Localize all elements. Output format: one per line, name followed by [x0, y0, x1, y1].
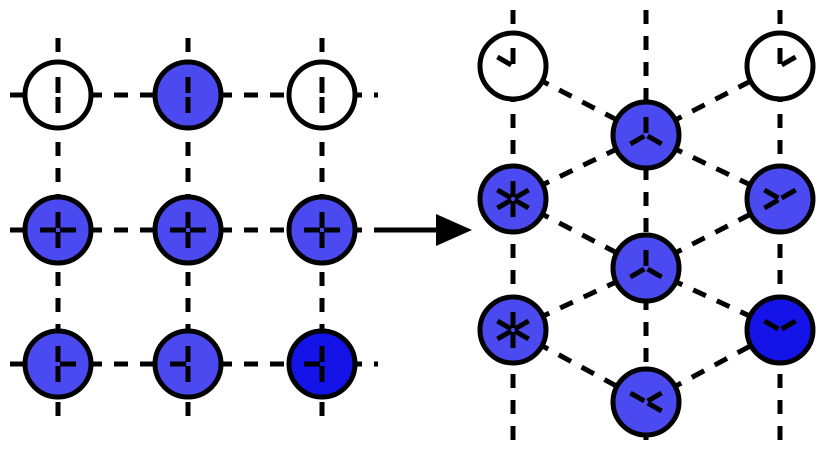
- bond-stub-330: [646, 400, 663, 414]
- bond-stub-150: [629, 390, 646, 404]
- node-circle: [286, 59, 358, 131]
- bond-stub-210: [629, 133, 646, 147]
- bond-stub-330: [513, 197, 530, 211]
- node-circle: [744, 163, 816, 235]
- bond-stub-150: [763, 318, 780, 332]
- node-circle: [477, 30, 549, 102]
- node-circle: [477, 163, 549, 235]
- left-node-r0c1: [152, 59, 224, 131]
- bond-stub-330: [646, 133, 663, 147]
- node-circle: [22, 194, 94, 266]
- left-node-r2c1: [152, 328, 224, 400]
- node-circle: [286, 194, 358, 266]
- bond-stub-150: [496, 54, 513, 68]
- right-node-h: [744, 163, 816, 235]
- bond-stub-330: [646, 266, 663, 280]
- node-circle: [152, 59, 224, 131]
- node-circle: [152, 194, 224, 266]
- arrow-head: [436, 214, 472, 246]
- node-circle: [22, 328, 94, 400]
- right-node-f: [610, 366, 682, 438]
- node-circle: [610, 99, 682, 171]
- bond-stub-210: [763, 197, 780, 211]
- right-node-i: [744, 294, 816, 366]
- right-node-b: [477, 163, 549, 235]
- left-node-r0c2: [286, 59, 358, 131]
- node-circle: [22, 59, 94, 131]
- right-node-g: [744, 30, 816, 102]
- node-circle: [610, 232, 682, 304]
- left-node-r2c0: [22, 328, 94, 400]
- left-node-r0c0: [22, 59, 94, 131]
- left-node-r1c1: [152, 194, 224, 266]
- node-circle: [744, 294, 816, 366]
- bond-stub-150: [496, 187, 513, 201]
- bond-stub-30: [513, 318, 530, 332]
- bond-stub-150: [496, 318, 513, 332]
- bond-stub-210: [629, 266, 646, 280]
- node-circle: [152, 328, 224, 400]
- transformation-arrow: [374, 214, 472, 246]
- right-node-c: [477, 294, 549, 366]
- left-lattice: [22, 59, 358, 400]
- left-node-r2c2: [286, 328, 358, 400]
- right-node-a: [477, 30, 549, 102]
- right-node-d: [610, 99, 682, 171]
- bond-stub-30: [780, 318, 797, 332]
- bond-stub-30: [780, 54, 797, 68]
- bond-stub-30: [780, 187, 797, 201]
- bond-stub-330: [513, 328, 530, 342]
- bond-stub-30: [646, 390, 663, 404]
- left-node-r1c2: [286, 194, 358, 266]
- bond-stub-150: [763, 187, 780, 201]
- right-lattice: [477, 30, 816, 438]
- node-circle: [477, 294, 549, 366]
- right-node-e: [610, 232, 682, 304]
- node-circle: [286, 328, 358, 400]
- node-circle: [610, 366, 682, 438]
- node-circle: [744, 30, 816, 102]
- bond-stub-30: [513, 187, 530, 201]
- bond-stub-210: [496, 328, 513, 342]
- bond-stub-210: [496, 197, 513, 211]
- left-node-r1c0: [22, 194, 94, 266]
